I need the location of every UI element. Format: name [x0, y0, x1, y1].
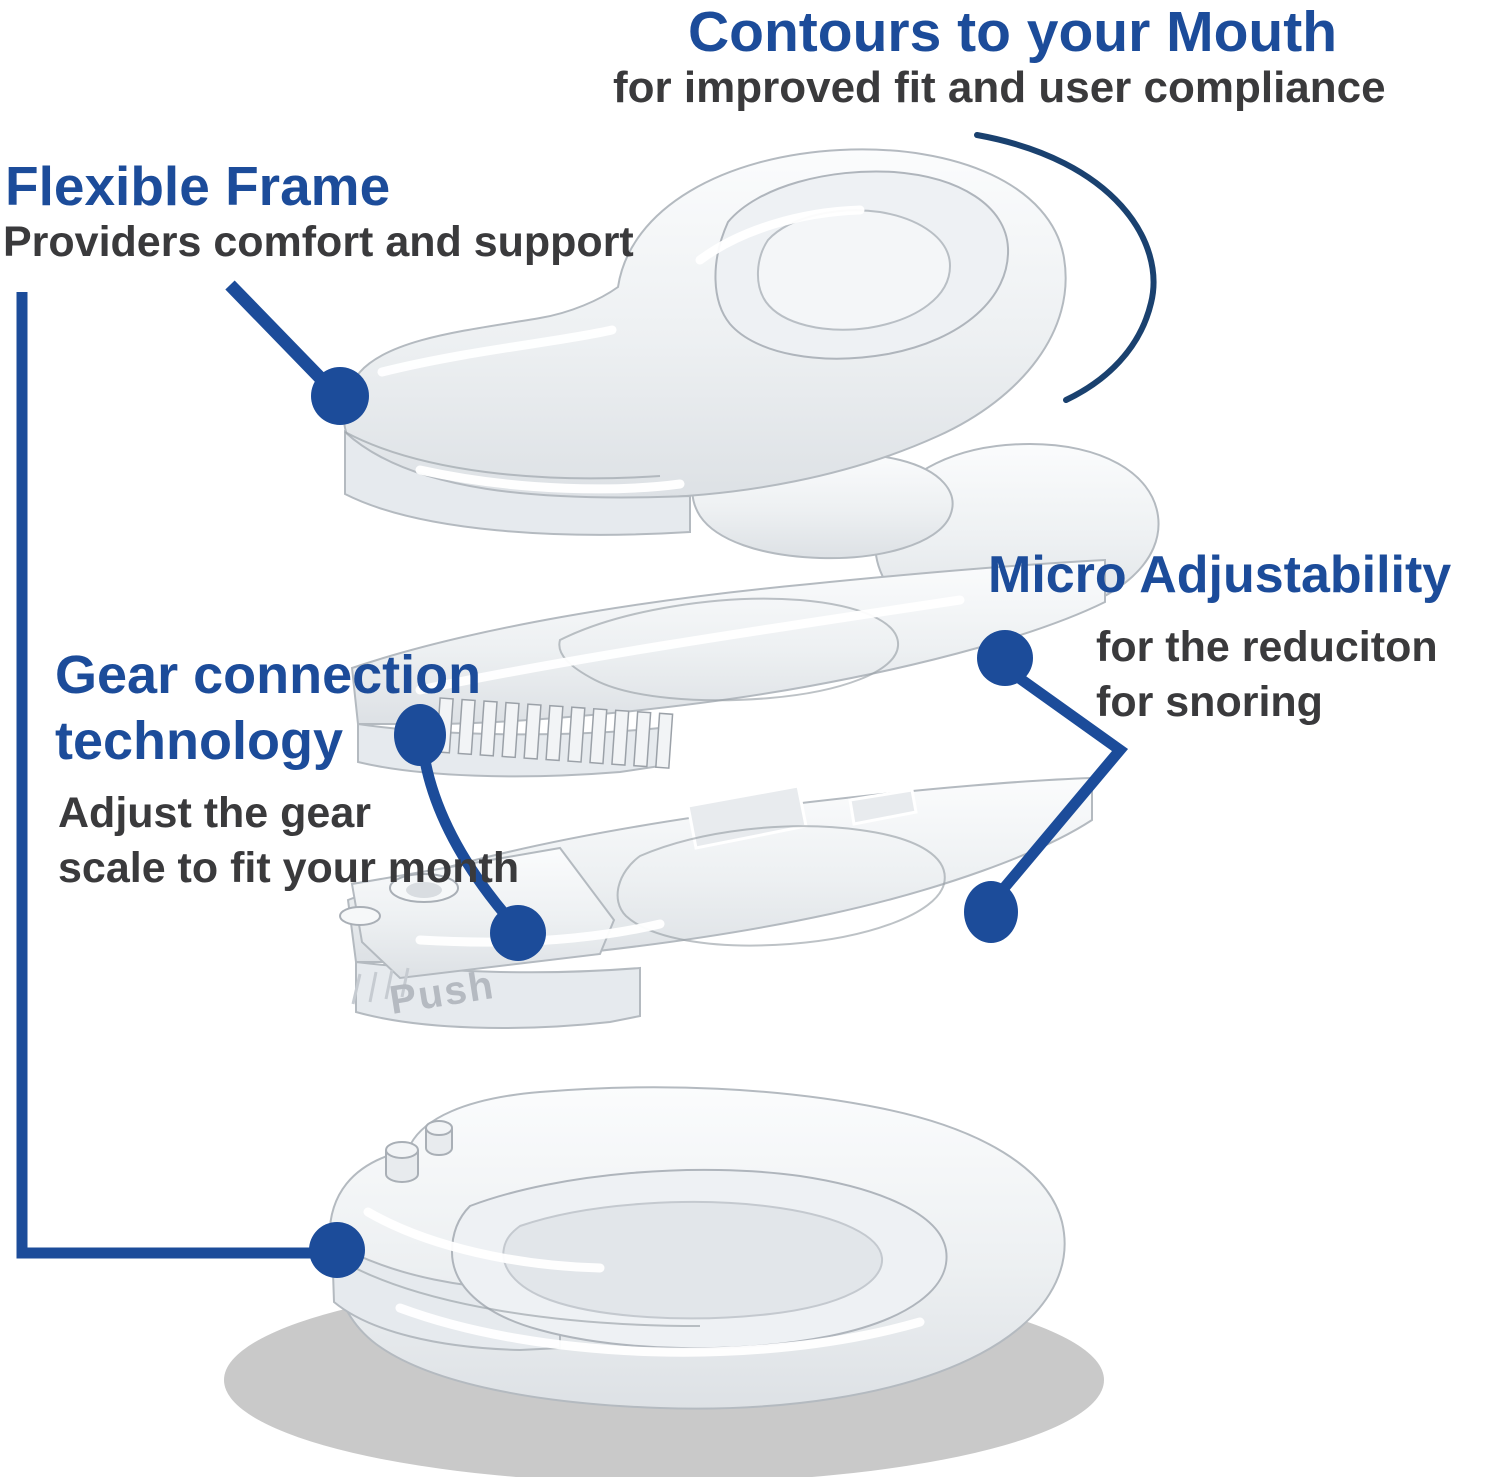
gear-connection-dot-lower [490, 905, 546, 961]
micro-adjustability-pointer-line [989, 665, 1129, 904]
contours-title: Contours to your Mouth [688, 0, 1338, 64]
micro-adjustability-subtitle-line1: for the reduciton [1096, 623, 1438, 671]
flexible-frame-pointer-line [225, 280, 335, 393]
gear-connection-title-line1: Gear connection [55, 645, 482, 705]
alignment-pegs [385, 1120, 453, 1183]
micro-adjustability-subtitle: for the reduciton for snoring [1096, 620, 1438, 730]
gear-scale-teeth [435, 697, 674, 769]
micro-adjustability-dot-upper [977, 630, 1033, 686]
gear-connection-title: Gear connection technology [55, 642, 481, 774]
flexible-frame-bottom-elbow-line [16, 292, 322, 1259]
gear-connection-pointer-line [418, 754, 519, 929]
micro-adjustability-dot-lower [964, 881, 1018, 943]
gear-connection-dot-upper [394, 704, 446, 766]
gear-connection-subtitle-line1: Adjust the gear [58, 789, 371, 837]
product-layer-upper-guard [342, 148, 1067, 536]
flexible-frame-title: Flexible Frame [5, 155, 391, 217]
gear-connection-subtitle: Adjust the gear scale to fit your month [58, 786, 519, 896]
contours-subtitle: for improved fit and user compliance [613, 63, 1386, 112]
contours-pointer-arc [974, 132, 1157, 403]
flexible-frame-subtitle: Providers comfort and support [3, 218, 634, 266]
gear-connection-subtitle-line2: scale to fit your month [58, 844, 520, 892]
scale-tick-marks [351, 967, 410, 1005]
bottom-tray-dot [309, 1222, 365, 1278]
product-layer-bottom-tray [328, 1086, 1066, 1410]
flexible-frame-dot [311, 367, 369, 425]
micro-adjustability-subtitle-line2: for snoring [1096, 678, 1323, 726]
gear-connection-title-line2: technology [55, 711, 344, 771]
micro-adjustability-title: Micro Adjustability [988, 546, 1452, 604]
